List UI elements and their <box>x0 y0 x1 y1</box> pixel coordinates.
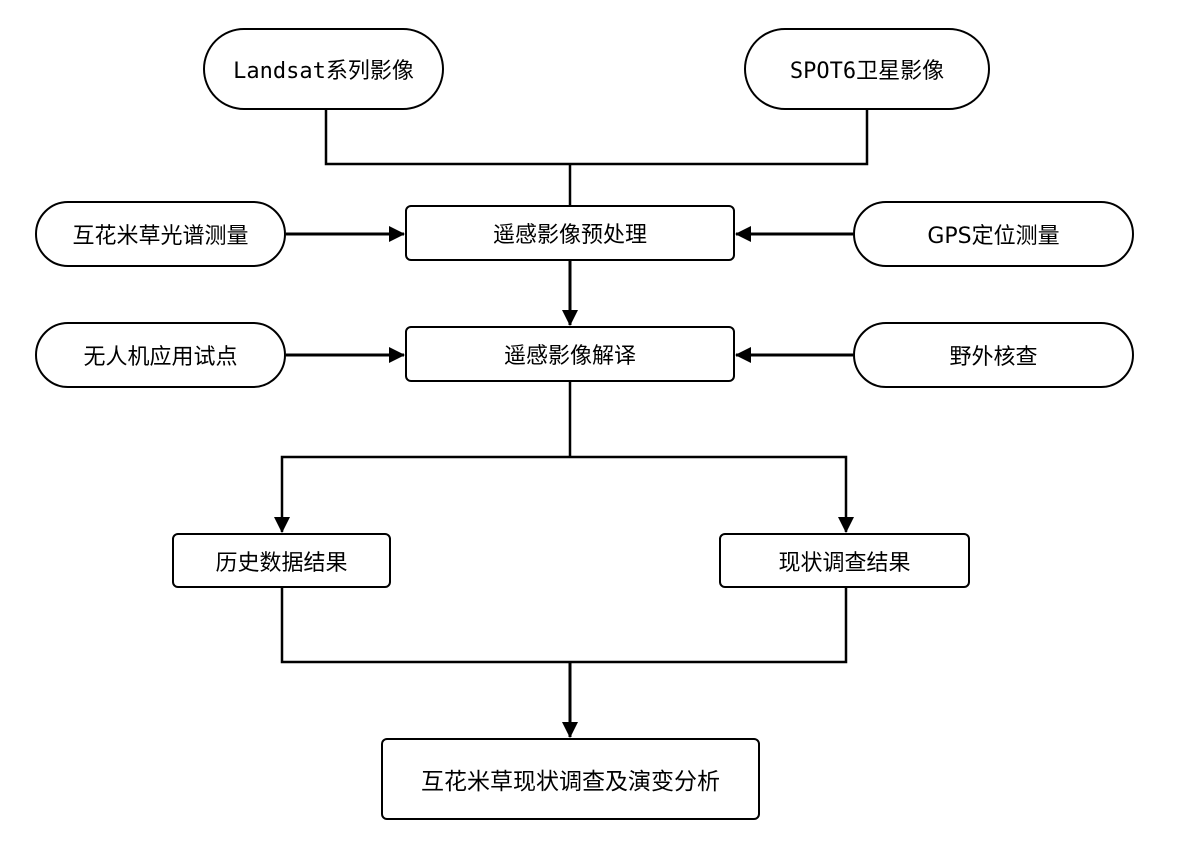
connector-landsat-merge <box>324 110 570 166</box>
node-current-survey-results: 现状调查结果 <box>719 533 970 588</box>
node-final-analysis: 互花米草现状调查及演变分析 <box>381 738 760 820</box>
node-spot6-imagery: SPOT6卫星影像 <box>744 28 990 110</box>
node-interpret-label: 遥感影像解译 <box>503 344 636 369</box>
arrow-split-to-current <box>570 455 854 533</box>
node-gps-label: GPS定位测量 <box>927 224 1060 249</box>
node-landsat-label: Landsat系列影像 <box>233 59 414 84</box>
node-image-interpretation: 遥感影像解译 <box>405 326 735 382</box>
node-spectral-measurement: 互花米草光谱测量 <box>35 201 286 267</box>
node-gps-measurement: GPS定位测量 <box>853 201 1134 267</box>
node-current-label: 现状调查结果 <box>778 550 911 576</box>
node-spectrum-label: 互花米草光谱测量 <box>72 224 249 249</box>
node-historical-results: 历史数据结果 <box>172 533 391 588</box>
node-image-preprocessing: 遥感影像预处理 <box>405 205 735 261</box>
connector-current-merge <box>570 588 848 664</box>
node-field-verification: 野外核查 <box>853 322 1134 388</box>
node-history-label: 历史数据结果 <box>215 550 348 576</box>
connector-history-merge <box>280 588 570 664</box>
node-preprocess-label: 遥感影像预处理 <box>492 223 647 248</box>
arrow-split-to-history <box>274 455 570 533</box>
node-uav-pilot: 无人机应用试点 <box>35 322 286 388</box>
node-final-label: 互花米草现状调查及演变分析 <box>421 769 720 795</box>
node-uav-label: 无人机应用试点 <box>83 345 238 370</box>
node-field-label: 野外核查 <box>949 345 1038 370</box>
node-landsat-imagery: Landsat系列影像 <box>203 28 444 110</box>
node-spot6-label: SPOT6卫星影像 <box>789 59 945 84</box>
connector-spot6-merge <box>570 110 869 166</box>
